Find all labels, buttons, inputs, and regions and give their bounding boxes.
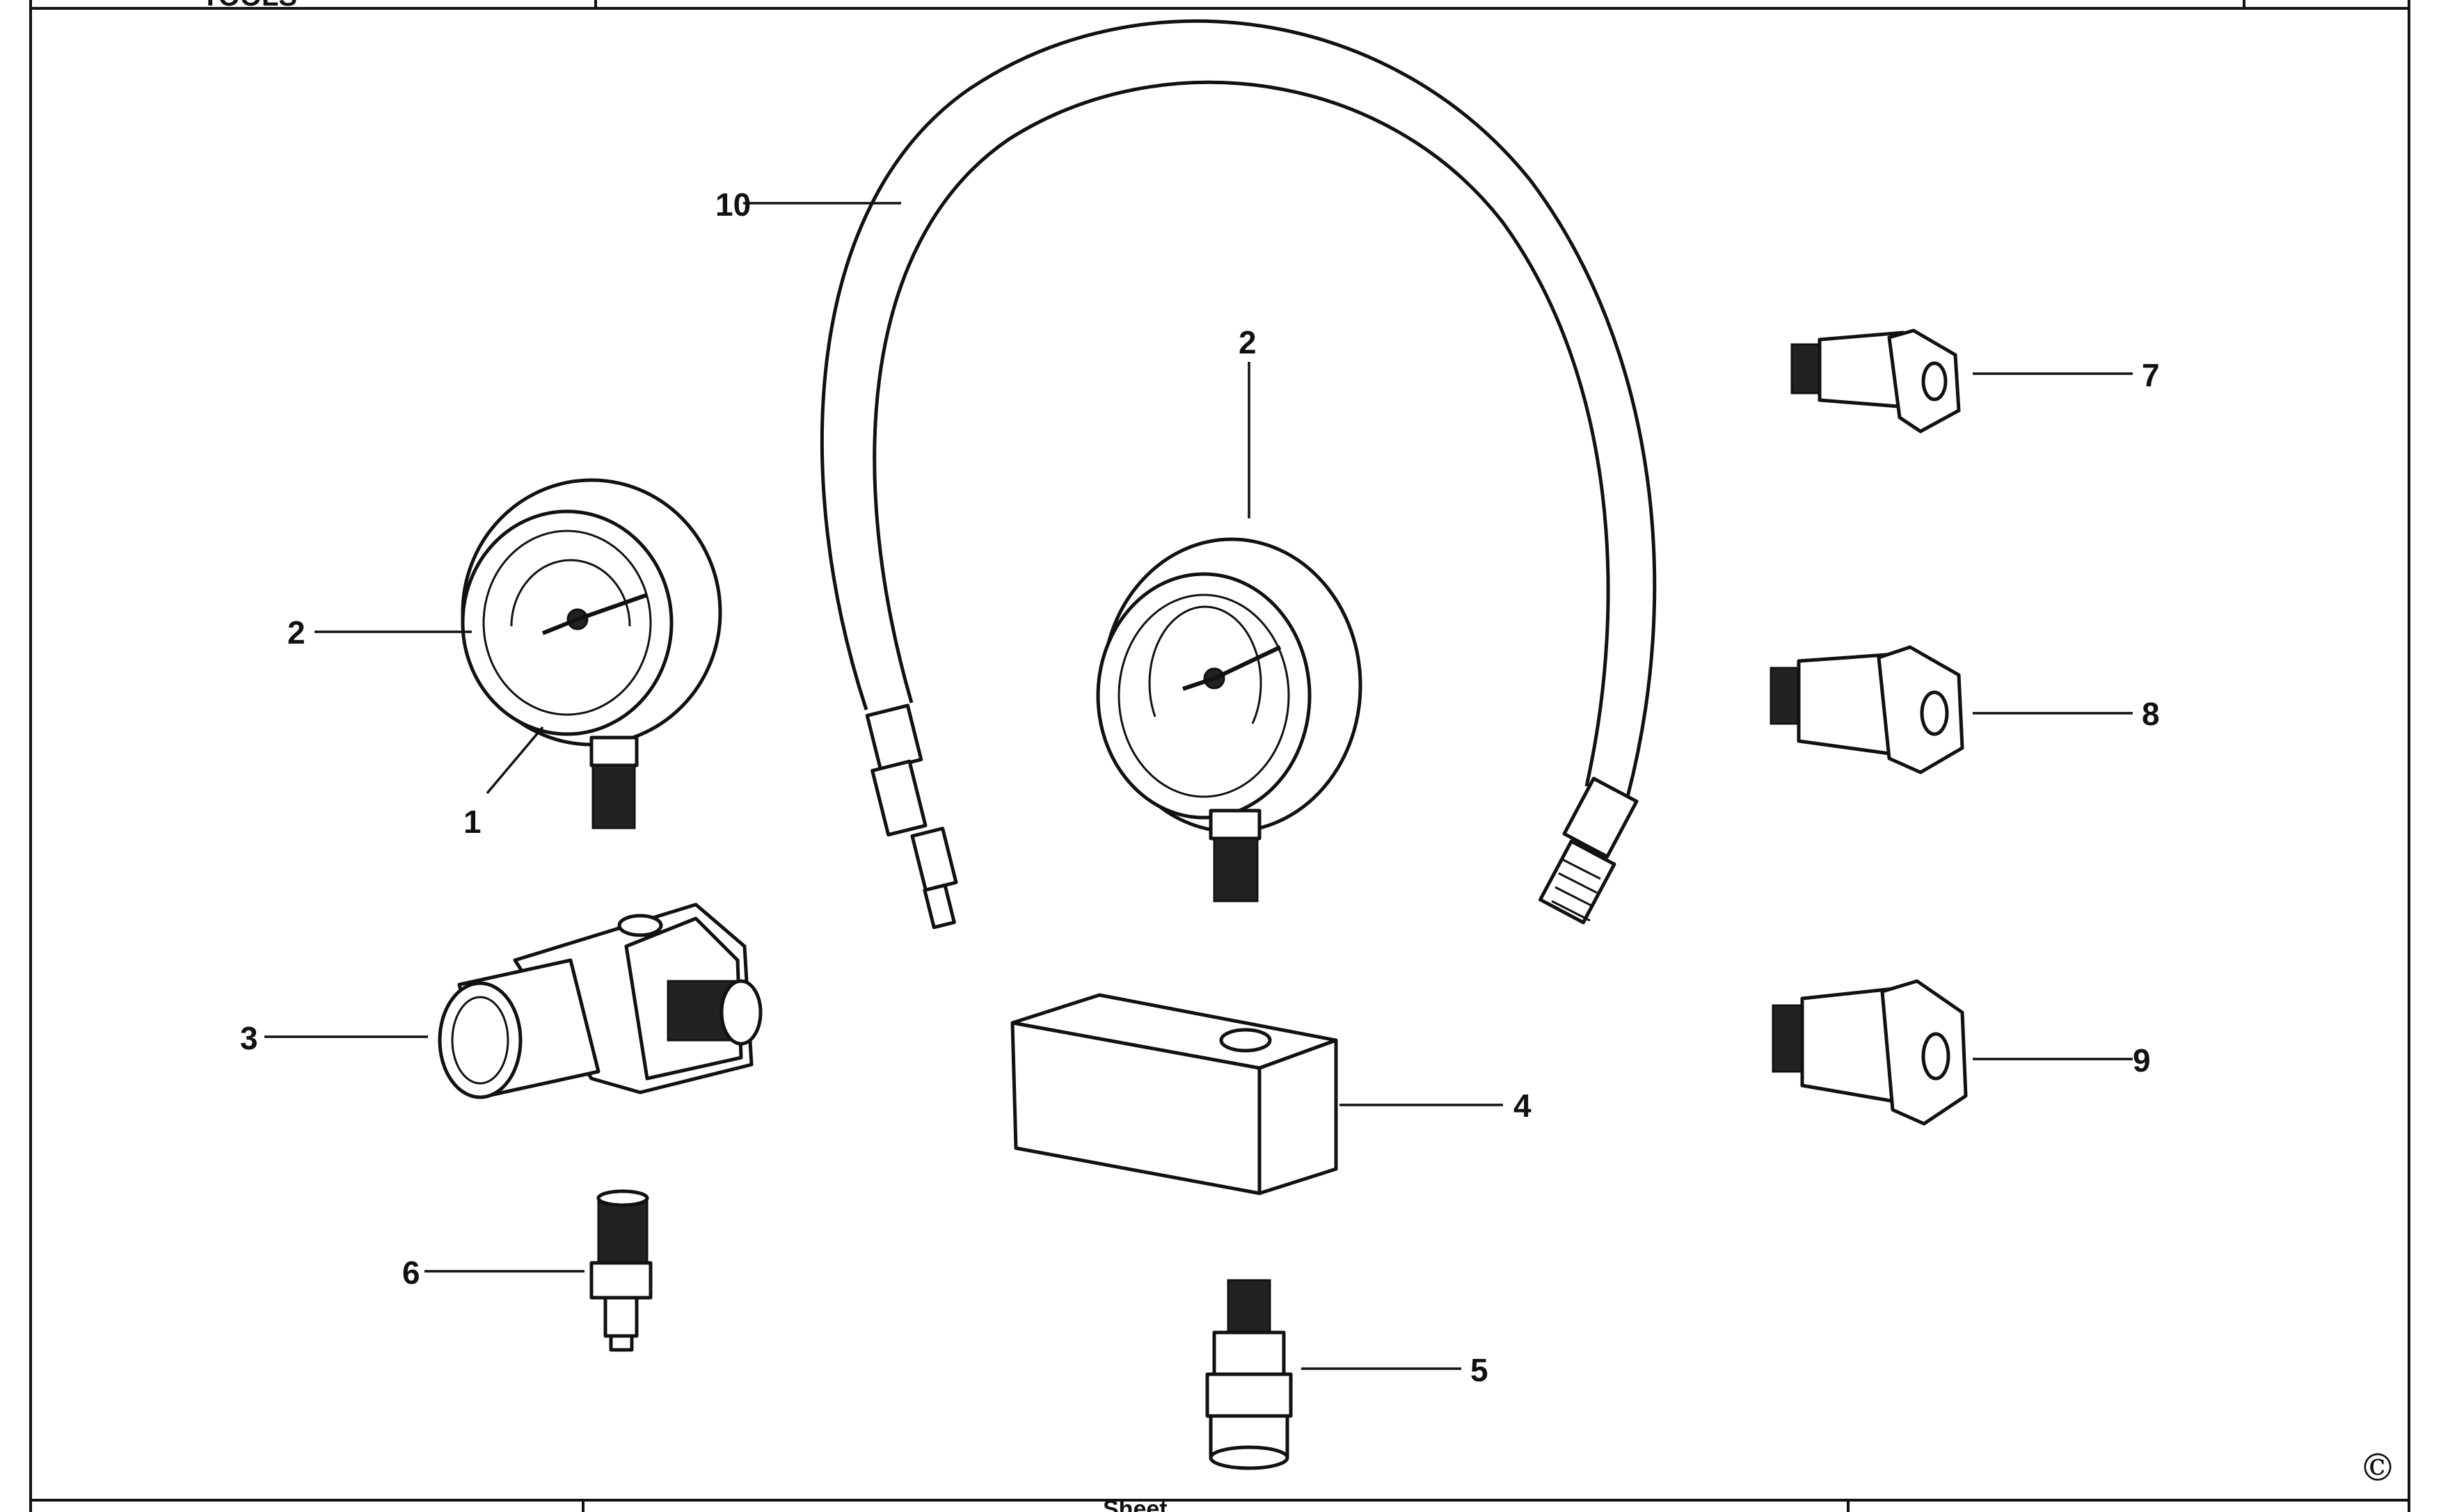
adapter-fitting-10 xyxy=(1772,979,1968,1126)
callout-9: 8 xyxy=(2142,696,2160,732)
callout-5: 5 xyxy=(1470,1352,1488,1388)
callout-2-left: 2 xyxy=(287,614,305,651)
hose-part xyxy=(820,19,1657,930)
leader-lines xyxy=(264,202,2133,1370)
callout-1: 1 xyxy=(463,804,482,840)
adapter-fitting-9 xyxy=(1770,645,1964,774)
callout-8: 7 xyxy=(2142,357,2160,393)
drawing-frame: TOOLS Sheet xyxy=(29,0,2410,1512)
footer-fragment-text: Sheet xyxy=(1103,1496,1168,1512)
quick-coupler-part xyxy=(1205,1279,1293,1470)
callout-10: 9 xyxy=(2133,1042,2151,1079)
callout-2-center: 2 xyxy=(1239,324,1257,360)
regulator-adapter-part xyxy=(438,902,763,1099)
pressure-gauge-center xyxy=(1096,537,1362,902)
callout-labels: 10 2 2 1 3 4 5 6 7 8 9 xyxy=(240,186,2160,1388)
callout-4: 4 xyxy=(1513,1088,1532,1124)
callout-6: 10 xyxy=(715,186,751,223)
pressure-gauge-left xyxy=(461,478,722,829)
adapter-block-part xyxy=(1010,993,1338,1195)
adapter-fitting-8 xyxy=(1790,328,1961,433)
callout-7: 6 xyxy=(402,1255,420,1291)
header-fragment-text: TOOLS xyxy=(202,0,297,12)
small-fitting-part xyxy=(589,1189,653,1352)
callout-3: 3 xyxy=(240,1020,258,1056)
copyright-symbol: © xyxy=(2359,1446,2396,1490)
